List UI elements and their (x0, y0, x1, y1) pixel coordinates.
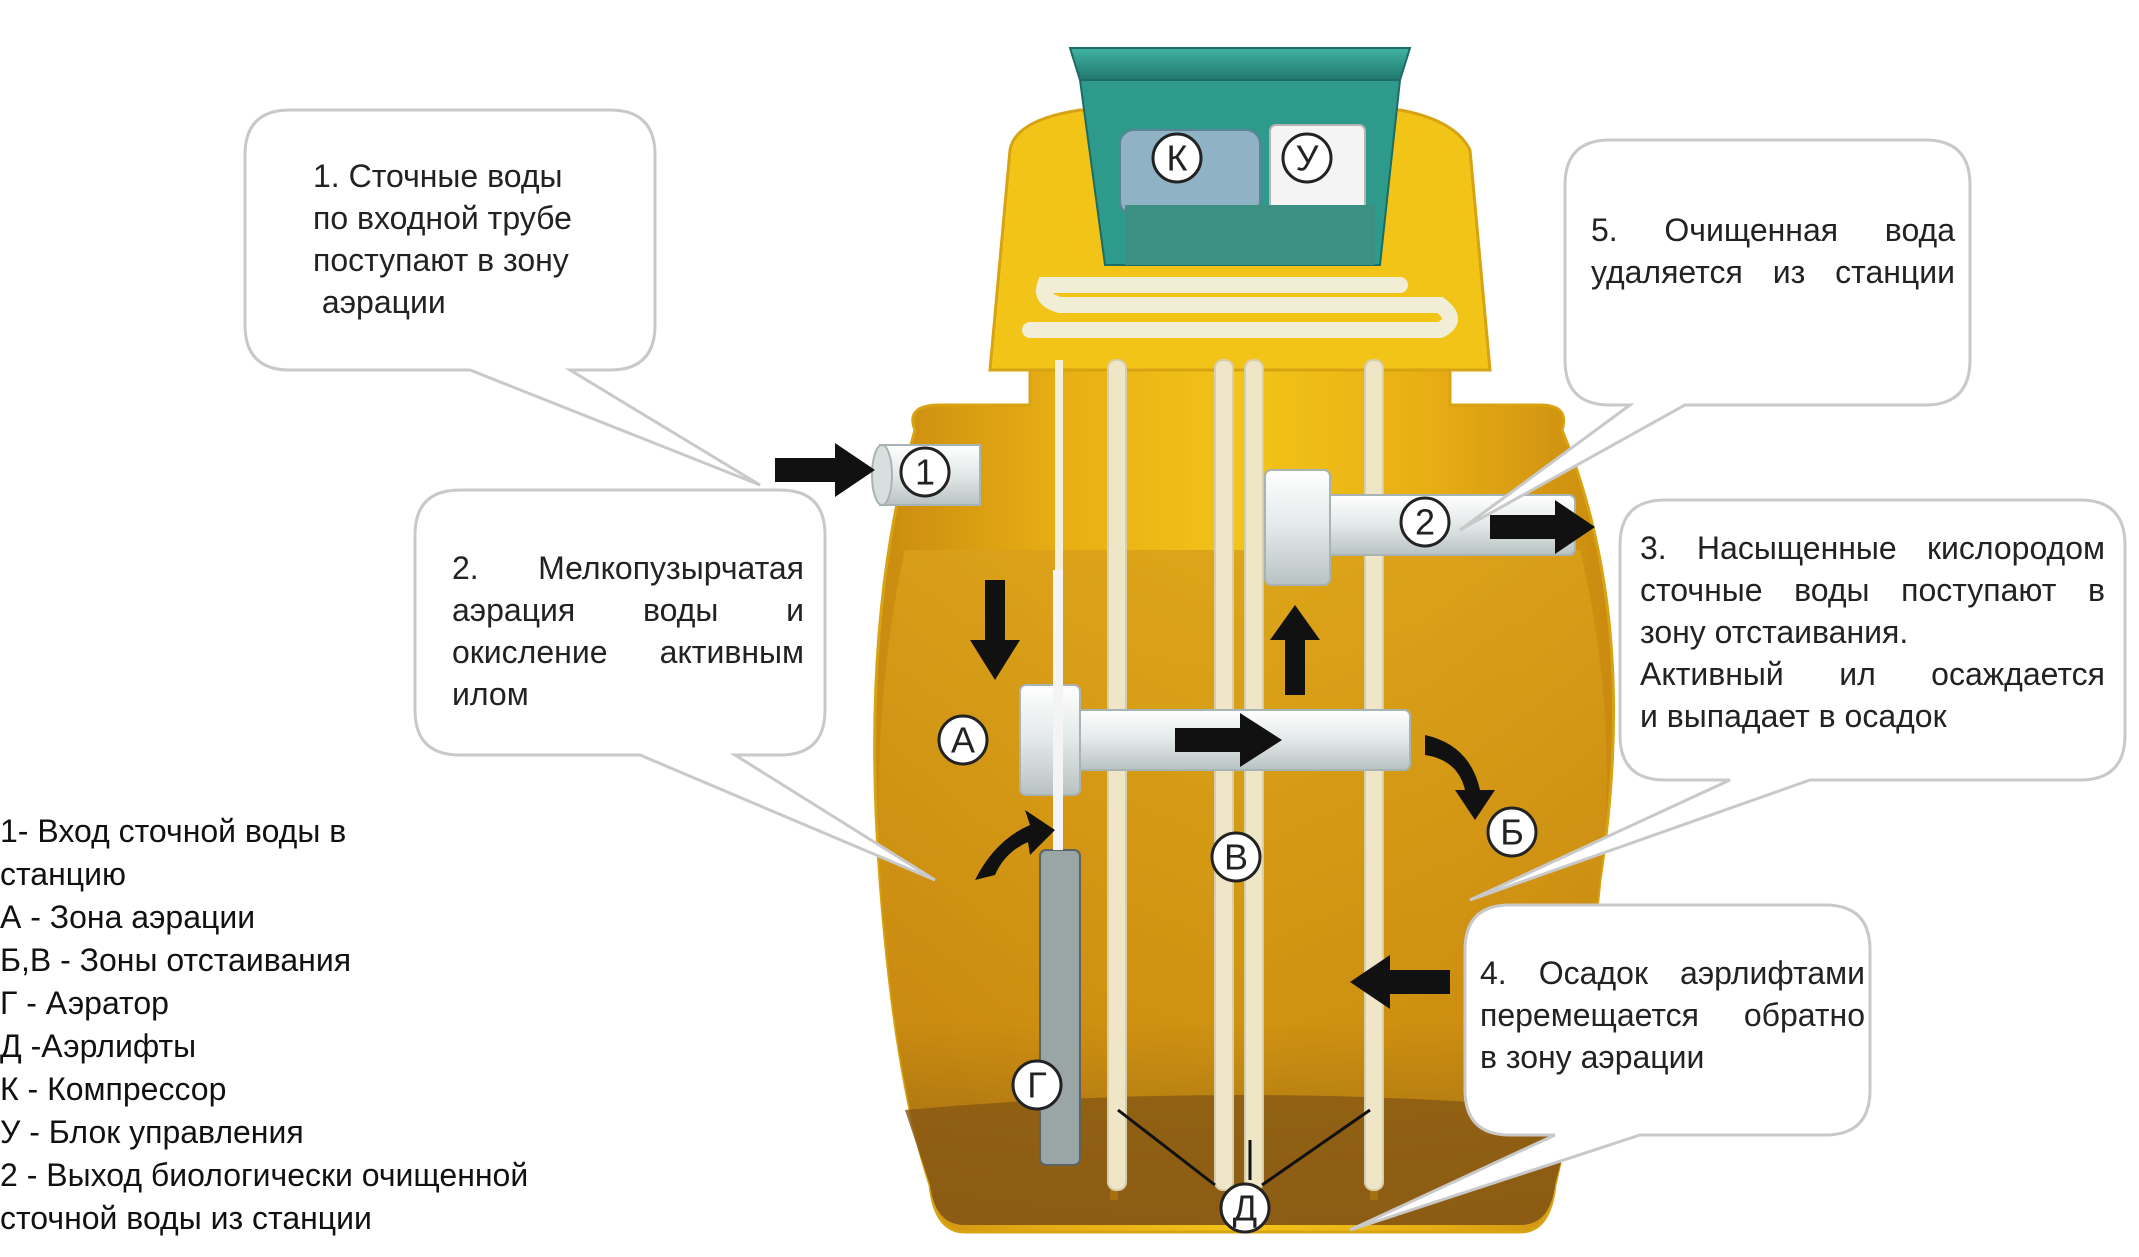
arrow-outlet (1490, 500, 1595, 554)
label-b: Б (1500, 812, 1524, 853)
arrow-down-a (970, 580, 1020, 680)
equipment-box (1068, 47, 1412, 266)
arrow-inlet (775, 443, 875, 497)
arrow-curved-b (1425, 735, 1495, 820)
bubble-4-frame (1349, 903, 1872, 1232)
legend-item: Г - Аэратор (0, 985, 169, 1021)
label-u: У (1296, 138, 1320, 179)
callouts (243, 108, 2127, 1232)
bubble-3-frame (1469, 498, 2127, 902)
airlift-1 (1107, 359, 1127, 1191)
airlift-4 (1364, 359, 1384, 1191)
label-g: Г (1027, 1065, 1047, 1106)
bubble-3-text: 3. Насыщенные кислородом сточные воды по… (1640, 530, 2105, 734)
airlift-3 (1244, 359, 1264, 1191)
pointer-d-left (1117, 1108, 1216, 1187)
label-k: К (1167, 138, 1188, 179)
arrow-right-transfer (1175, 713, 1282, 767)
legend: 1- Вход сточной воды в станцию А - Зона … (0, 810, 528, 1240)
air-manifold (1022, 277, 1458, 338)
airlift-2 (1214, 359, 1234, 1191)
flow-arrows (775, 443, 1595, 1187)
bubble-5-frame (1459, 138, 1972, 532)
legend-item: Б,В - Зоны отстаивания (0, 942, 352, 978)
bubble-2-text: 2. Мелкопузырчатая аэрация воды и окисле… (452, 550, 804, 712)
labels: К У 1 2 А Б В Г Д (899, 132, 1538, 1234)
bubble-1-frame (243, 108, 761, 487)
label-v: В (1224, 837, 1248, 878)
aerator-tube (1039, 849, 1081, 1166)
legend-item: Д -Аэрлифты (0, 1028, 197, 1064)
label-d: Д (1233, 1188, 1257, 1229)
arrow-up-outlet (1270, 605, 1320, 695)
legend-item: 2 - Выход биологически очищенной (0, 1157, 529, 1193)
bubble-1-text: 1. Сточные воды по входной трубе поступа… (313, 158, 572, 320)
label-2: 2 (1415, 502, 1435, 543)
label-1: 1 (915, 452, 935, 493)
pointer-d-right (1261, 1108, 1371, 1187)
legend-item: станцию (0, 856, 126, 892)
legend-item: К - Компрессор (0, 1071, 227, 1107)
tee-a (1019, 684, 1081, 796)
bubble-2-frame (413, 488, 936, 882)
legend-item: У - Блок управления (0, 1114, 304, 1150)
arrow-airlift (1350, 955, 1450, 1009)
legend-item: А - Зона аэрации (0, 899, 256, 935)
label-a: А (951, 720, 975, 761)
bubble-4-text: 4. Осадок аэрлифтами перемещается обратн… (1480, 955, 1865, 1075)
bubble-5-text: 5. Очищенная вода удаляется из станции (1591, 212, 1955, 290)
lid (1068, 47, 1412, 81)
legend-item: сточной воды из станции (0, 1200, 372, 1236)
tee-outlet (1264, 469, 1331, 586)
legend-item: 1- Вход сточной воды в (0, 813, 347, 849)
arrow-curved-a (975, 810, 1055, 880)
